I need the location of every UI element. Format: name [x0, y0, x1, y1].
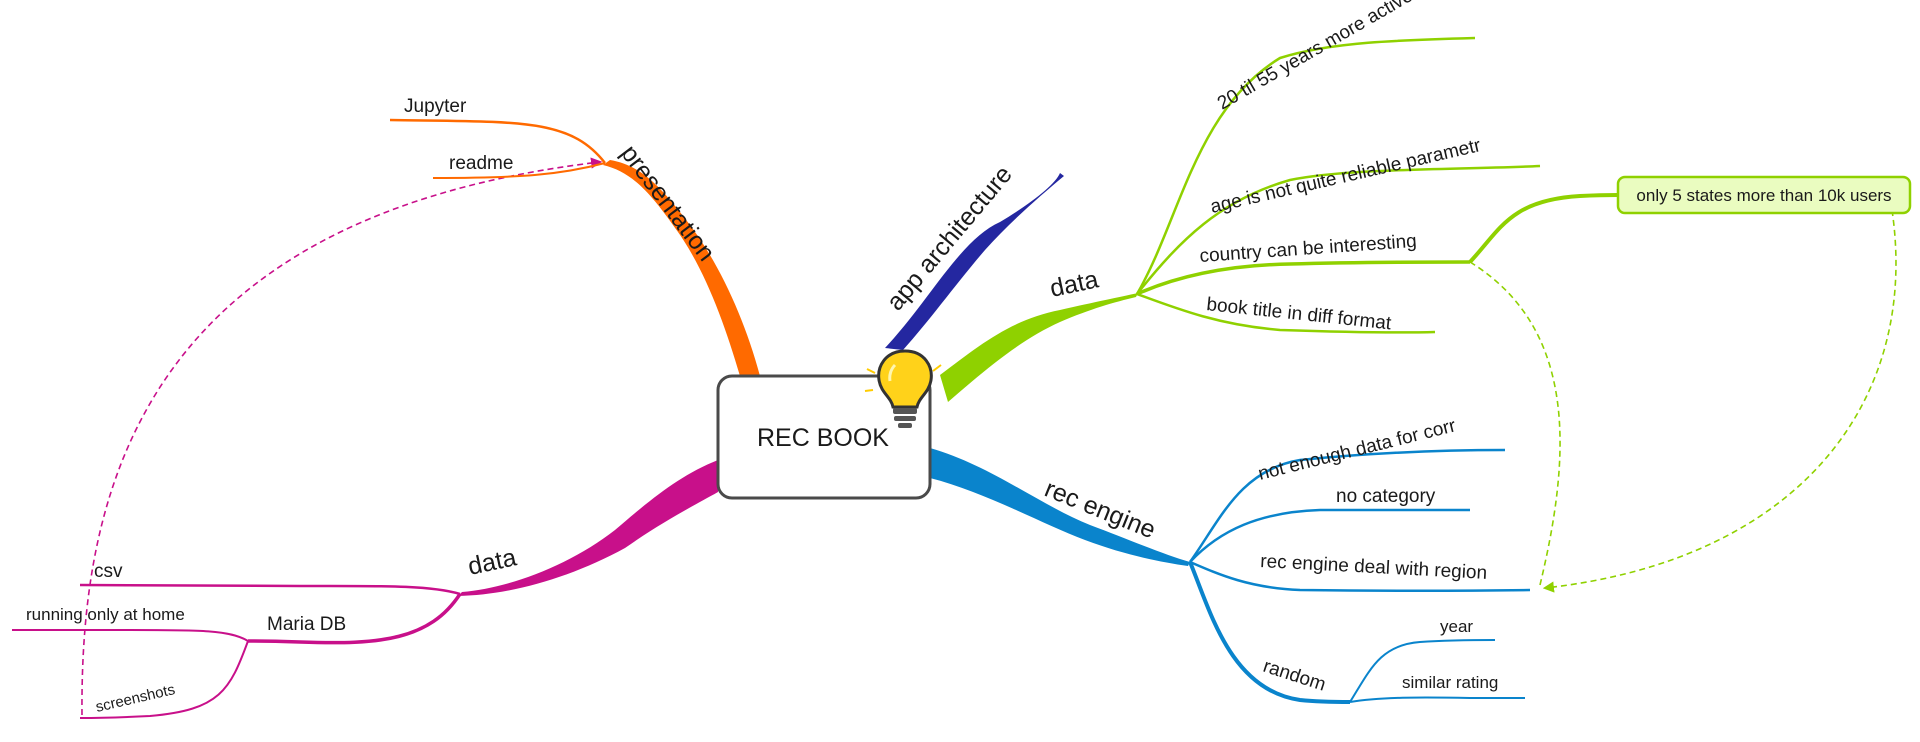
branch-line-callout-connector: [1468, 193, 1619, 264]
lightbulb-icon: [864, 349, 942, 428]
topic-region[interactable]: rec engine deal with region: [1260, 551, 1488, 584]
topic-20-til-55[interactable]: 20 til 55 years more active: [1214, 0, 1417, 114]
branch-line-jupyter: [389, 118, 606, 164]
topic-readme[interactable]: readme: [449, 153, 513, 174]
topic-running-only-at-home[interactable]: running only at home: [26, 605, 185, 624]
relation-line-country-to-region: [1469, 261, 1561, 586]
relation-line-screenshots-to-readme: [81, 157, 603, 716]
branch-data-left-ribbon: [458, 460, 718, 596]
topic-jupyter[interactable]: Jupyter: [404, 96, 467, 117]
branch-app-architecture-ribbon: [885, 173, 1064, 350]
relation-line-callout-to-region: [1542, 209, 1897, 593]
branch-line-book-title: [1136, 292, 1436, 334]
central-topic[interactable]: REC BOOK: [716, 374, 932, 500]
topic-year[interactable]: year: [1440, 617, 1473, 636]
topic-similar-rating[interactable]: similar rating: [1402, 673, 1498, 692]
branch-line-country: [1136, 260, 1471, 296]
branch-label-data-right[interactable]: data: [1047, 265, 1101, 303]
topic-not-enough-data[interactable]: not enough data for corr: [1256, 415, 1459, 485]
topic-maria-db[interactable]: Maria DB: [267, 614, 346, 635]
branch-line-similar-rating: [1349, 696, 1525, 703]
branch-line-no-category: [1189, 508, 1470, 563]
topic-csv[interactable]: csv: [94, 561, 123, 582]
branch-label-presentation[interactable]: presentation: [615, 140, 720, 267]
callout-states-label: only 5 states more than 10k users: [1636, 186, 1891, 205]
topic-age-not-reliable[interactable]: age is not quite reliable parametr: [1208, 135, 1483, 218]
branch-line-year: [1349, 639, 1496, 703]
branch-presentation-ribbon: [603, 160, 760, 376]
central-topic-label: REC BOOK: [757, 424, 889, 452]
branch-line-csv: [79, 583, 461, 596]
branch-line-maria-db: [247, 593, 462, 645]
branch-label-data-left[interactable]: data: [465, 543, 519, 581]
callout-states[interactable]: only 5 states more than 10k users: [1616, 175, 1912, 215]
central-topic-box: [716, 374, 932, 500]
branch-line-20-til-55: [1135, 36, 1476, 295]
topic-book-title-format[interactable]: book title in diff format: [1205, 294, 1392, 334]
branch-data-right-ribbon: [940, 293, 1138, 402]
branch-line-age-not-reliable: [1136, 164, 1541, 295]
branch-line-screenshots: [79, 640, 249, 719]
callout-states-box: [1616, 175, 1912, 215]
branch-line-not-enough-data: [1188, 448, 1506, 563]
branch-line-readme: [432, 162, 606, 179]
topic-screenshots[interactable]: screenshots: [94, 681, 177, 716]
branch-line-running-only: [12, 628, 249, 642]
branch-line-region: [1189, 560, 1531, 592]
topic-no-category[interactable]: no category: [1336, 486, 1436, 507]
branch-line-random: [1188, 561, 1351, 704]
branch-rec-engine-ribbon: [930, 448, 1190, 566]
